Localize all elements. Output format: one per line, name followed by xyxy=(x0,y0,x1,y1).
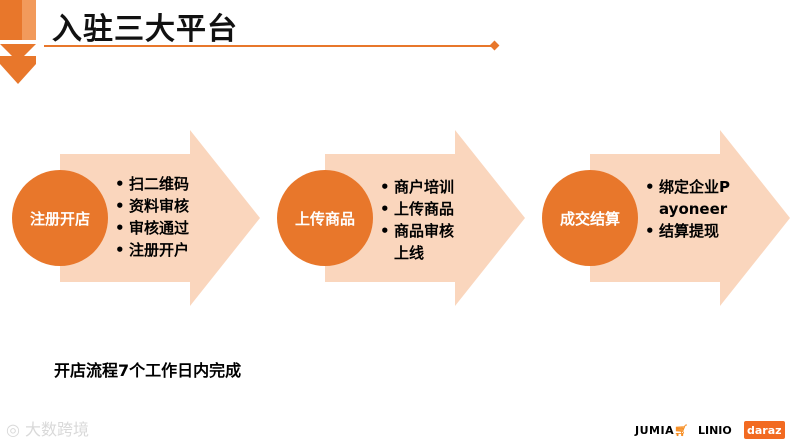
step-2-bullet: 商户培训 xyxy=(380,176,466,198)
step-3-label: 成交结算 xyxy=(559,209,620,228)
step-2-circle: 上传商品 xyxy=(277,170,373,266)
step-3-circle: 成交结算 xyxy=(542,170,638,266)
step-1-bullet: 资料审核 xyxy=(115,195,225,217)
step-3-bullet-list: 绑定企业Payoneer 结算提现 xyxy=(645,176,739,242)
step-1-bullet-list: 扫二维码 资料审核 审核通过 注册开户 xyxy=(115,173,225,261)
step-3-bullet: 绑定企业Payoneer xyxy=(645,176,739,220)
step-1-circle: 注册开店 xyxy=(12,170,108,266)
step-1-bullet: 审核通过 xyxy=(115,217,225,239)
step-1-label: 注册开店 xyxy=(29,209,90,228)
title-underline xyxy=(44,45,494,47)
step-1-bullet: 扫二维码 xyxy=(115,173,225,195)
daraz-logo: daraz xyxy=(744,421,785,439)
linio-logo: LINIO xyxy=(698,423,732,437)
watermark: ◎ 大数跨境 xyxy=(6,416,89,440)
watermark-text: 大数跨境 xyxy=(25,420,90,439)
step-2-bullet-list: 商户培训 上传商品 商品审核上线 xyxy=(380,176,466,264)
step-2-label: 上传商品 xyxy=(294,209,355,228)
page-title: 入驻三大平台 xyxy=(52,12,238,47)
header-chevron-decoration xyxy=(0,0,36,84)
cart-icon: 🛒︎ xyxy=(674,423,689,437)
step-2-bullet: 商品审核上线 xyxy=(380,220,466,264)
title-underline-end xyxy=(489,40,500,51)
step-2-bullet: 上传商品 xyxy=(380,198,466,220)
completion-note: 开店流程7个工作日内完成 xyxy=(54,361,242,380)
watermark-icon: ◎ xyxy=(6,420,26,439)
step-1-bullet: 注册开户 xyxy=(115,239,225,261)
step-3-bullet: 结算提现 xyxy=(645,220,739,242)
jumia-logo: JUMIA🛒︎ xyxy=(635,423,689,437)
